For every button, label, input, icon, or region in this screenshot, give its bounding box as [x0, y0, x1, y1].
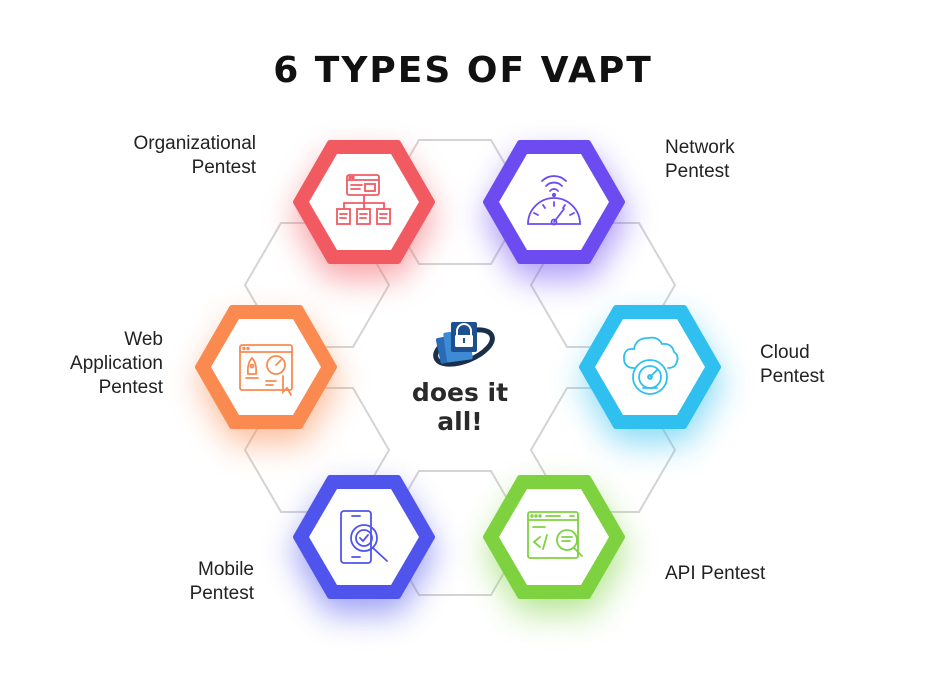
mobile-search-icon [340, 510, 388, 564]
wifi-gauge-icon [527, 175, 581, 226]
label-line: Network [665, 137, 735, 158]
page-title: 6 TYPES OF VAPT [273, 50, 653, 91]
label-organizational: Organizational Pentest [80, 132, 256, 180]
hex-network [483, 140, 625, 264]
label-line: Pentest [191, 157, 256, 178]
label-api: API Pentest [665, 562, 825, 586]
label-line: Pentest [98, 377, 163, 398]
label-line: Pentest [760, 366, 825, 387]
label-line: Pentest [665, 161, 730, 182]
hex-cloud [579, 305, 721, 429]
lock-shield-logo [433, 322, 495, 367]
label-line: Organizational [133, 133, 256, 154]
hex-mobile [293, 475, 435, 599]
web-app-icon [239, 344, 293, 396]
label-line: Mobile [198, 559, 254, 580]
label-line: Cloud [760, 342, 810, 363]
cloud-gauge-icon [623, 336, 679, 395]
label-web-application: Web Application Pentest [30, 328, 163, 400]
hex-api [483, 475, 625, 599]
label-line: Pentest [189, 583, 254, 604]
label-cloud: Cloud Pentest [760, 341, 880, 389]
label-line: Web [124, 329, 163, 350]
hex-web-application [195, 305, 337, 429]
hex-organizational [293, 140, 435, 264]
label-network: Network Pentest [665, 136, 825, 184]
center-tagline: does it all! [411, 378, 509, 436]
label-mobile: Mobile Pentest [130, 558, 254, 606]
label-line: API Pentest [665, 563, 766, 584]
code-search-icon [527, 511, 583, 559]
label-line: Application [70, 353, 163, 374]
sitemap-icon [336, 174, 391, 225]
